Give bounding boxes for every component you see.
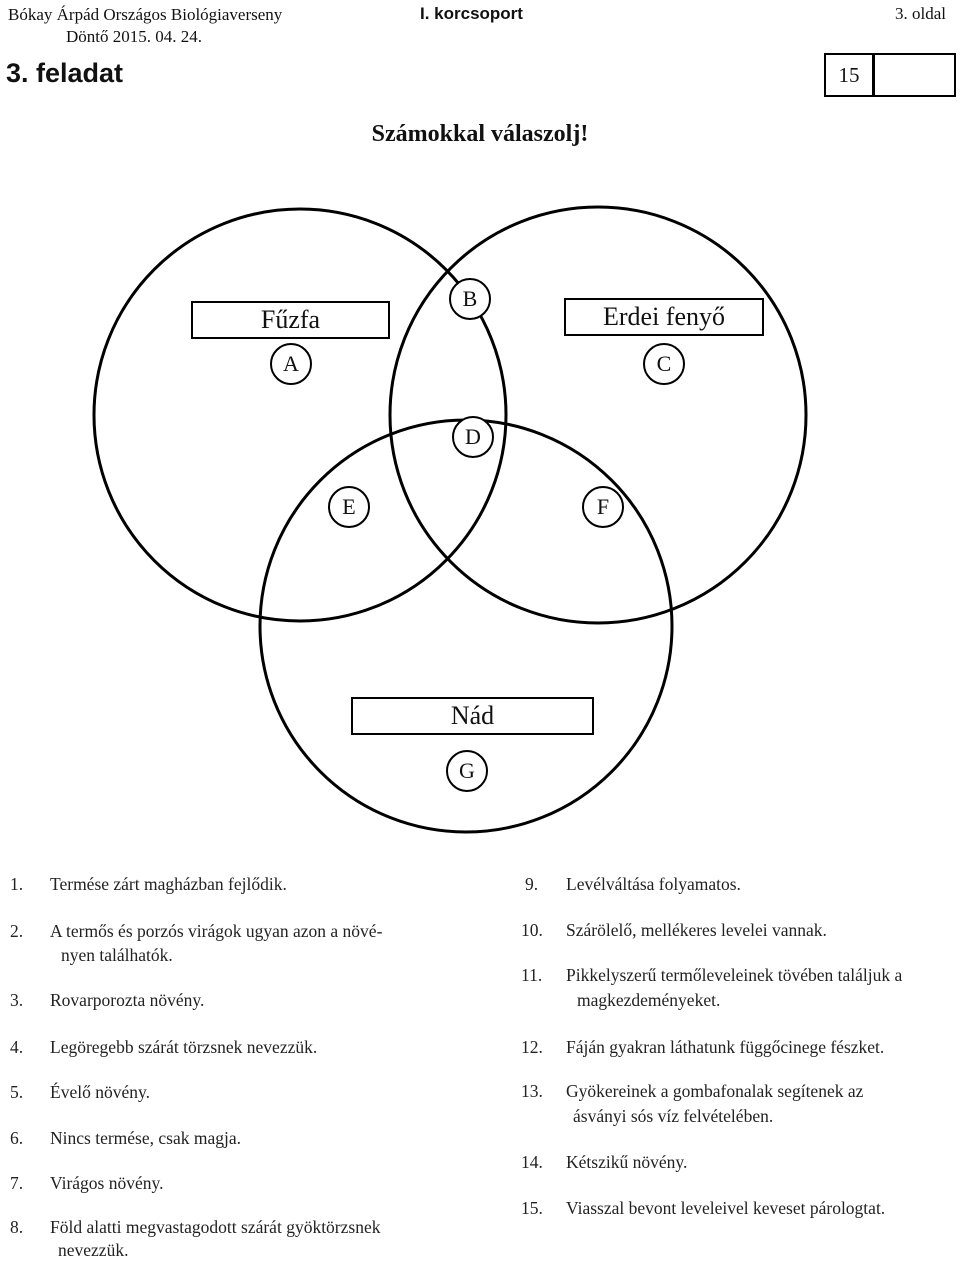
statement-number: 12. xyxy=(521,1037,543,1057)
task-title: 3. feladat xyxy=(6,58,124,88)
statement-number: 15. xyxy=(521,1198,543,1218)
set-label-erdei-fenyo: Erdei fenyő xyxy=(564,298,764,336)
statement-number: 2. xyxy=(10,921,24,941)
statement-text: Virágos növény. xyxy=(50,1173,164,1193)
category-label: I. korcsoport xyxy=(420,4,523,23)
region-letter-d: D xyxy=(452,416,494,458)
round-date: Döntő 2015. 04. 24. xyxy=(66,27,202,46)
region-letter-g: G xyxy=(446,750,488,792)
statement-number: 8. xyxy=(10,1217,24,1237)
statement-text: Szárölelő, mellékeres levelei vannak. xyxy=(566,920,827,940)
statement-text: Kétszikű növény. xyxy=(566,1152,688,1172)
statement-number: 6. xyxy=(10,1128,24,1148)
statement-number: 1. xyxy=(10,874,24,894)
statement-number: 13. xyxy=(521,1081,543,1101)
statement-text: Föld alatti megvastagodott szárát gyöktö… xyxy=(50,1217,381,1237)
statement-number: 9. xyxy=(525,874,539,894)
statement-text-continued: magkezdeményeket. xyxy=(577,990,721,1010)
page-number: 3. oldal xyxy=(895,4,946,23)
statement-text: Termése zárt magházban fejlődik. xyxy=(50,874,287,894)
set-label-nad: Nád xyxy=(351,697,594,735)
statement-text-continued: nyen találhatók. xyxy=(61,945,173,965)
statement-text: A termős és porzós virágok ugyan azon a … xyxy=(50,921,383,941)
statement-text-continued: ásványi sós víz felvételében. xyxy=(573,1106,774,1126)
statement-text-continued: nevezzük. xyxy=(58,1240,129,1260)
statement-number: 4. xyxy=(10,1037,24,1057)
statement-number: 5. xyxy=(10,1082,24,1102)
statement-text: Levélváltása folyamatos. xyxy=(566,874,741,894)
statement-number: 14. xyxy=(521,1152,543,1172)
set-circle-fuzfa xyxy=(92,207,508,623)
statement-number: 11. xyxy=(521,965,543,985)
set-circle-erdei-fenyo xyxy=(388,205,808,625)
statement-text: Legöregebb szárát törzsnek nevezzük. xyxy=(50,1037,318,1057)
statement-text: Pikkelyszerű termőleveleinek tövében tal… xyxy=(566,965,903,985)
statement-text: Fáján gyakran láthatunk függőcinege fész… xyxy=(566,1037,885,1057)
statement-text: Gyökereinek a gombafonalak segítenek az xyxy=(566,1081,864,1101)
statement-text: Nincs termése, csak magja. xyxy=(50,1128,241,1148)
competition-name: Bókay Árpád Országos Biológiaverseny xyxy=(8,5,283,24)
statement-text: Évelő növény. xyxy=(50,1082,150,1102)
max-points: 15 xyxy=(826,55,875,95)
region-letter-a: A xyxy=(270,343,312,385)
statement-number: 3. xyxy=(10,990,24,1010)
statement-text: Rovarporozta növény. xyxy=(50,990,205,1010)
page-header-left: Bókay Árpád Országos Biológiaverseny Dön… xyxy=(8,4,282,48)
instruction: Számokkal válaszolj! xyxy=(371,121,589,147)
region-letter-f: F xyxy=(582,486,624,528)
region-letter-c: C xyxy=(643,343,685,385)
statement-number: 7. xyxy=(10,1173,24,1193)
score-box: 15 xyxy=(824,53,956,97)
set-label-fuzfa: Fűzfa xyxy=(191,301,390,339)
statement-text: Viasszal bevont leveleivel keveset párol… xyxy=(566,1198,886,1218)
statement-number: 10. xyxy=(521,920,543,940)
region-letter-e: E xyxy=(328,486,370,528)
region-letter-b: B xyxy=(449,278,491,320)
